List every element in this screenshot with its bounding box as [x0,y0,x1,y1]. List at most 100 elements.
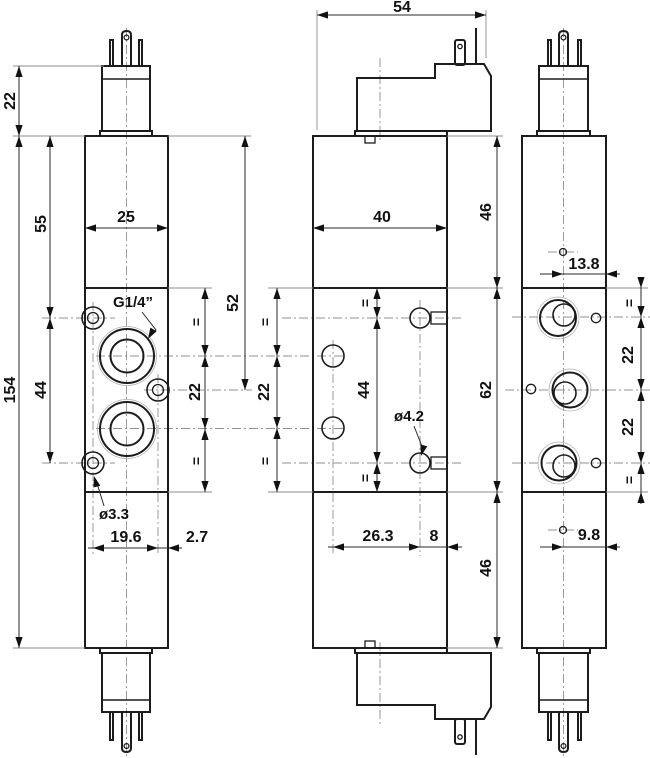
dim-hole-spacing: 44 [33,381,50,399]
solenoid-profile [356,63,492,132]
side-hole-left-lower [321,416,345,440]
connector-block [101,65,151,132]
dim-port-face-offset: 52 [225,294,242,312]
dim-left-hole-spacing: 22 [256,383,273,401]
connector-pin-left [547,39,552,67]
connector-block [101,652,151,713]
dim-overall-width: 54 [393,0,411,16]
mount-hole-middle [146,378,170,402]
dim-total-height: 154 [2,377,19,404]
front-view: 22 55 154 44 25 G1/4” = 22 = 52 ø3.3 19.… [2,29,251,754]
back-labels: 13.8 = 22 22 = 9.8 [568,256,637,544]
solenoid-plate [354,647,448,654]
port-g14-upper [99,328,155,384]
dim-mount-hole-spacing: 44 [356,381,373,399]
dim-solenoid-height: 22 [2,92,19,110]
side-hole-left-upper [321,344,345,368]
connector-pin-center [558,712,569,754]
dim-mid-section: 62 [478,381,495,399]
dim-hole-diameter: ø3.3 [99,506,129,523]
dim-equal-center-bottom: = [357,474,373,482]
side-top-solenoid [354,28,492,137]
front-ports [81,306,170,475]
connector-pin-right [577,39,582,67]
centerlines [42,28,650,757]
connector-pin-right [577,711,582,741]
index-tab-top [364,135,376,144]
mount-hole-lower [409,452,431,474]
dim-equal-bottom: = [188,457,204,465]
connector-pin-center [558,29,569,66]
dim-edge-offset: 8 [430,528,439,545]
pilot-hole-bottom [558,525,568,535]
port-bore-3 [552,454,576,478]
connector-pin-center [121,29,132,66]
dim-body-width: 25 [117,209,135,226]
dim-top-hole-offset: 13.8 [568,256,599,273]
side-holes [321,307,448,474]
front-bottom-solenoid [99,647,153,754]
small-hole-1 [590,312,602,324]
pin-hole [560,742,567,750]
dim-bottom-section: 46 [478,559,495,577]
dim-bottom-hole-offset: 9.8 [578,527,600,544]
connector-spade [454,718,466,745]
side-bottom-solenoid [354,647,492,755]
dim-mount-hole-diameter: ø4.2 [394,408,424,425]
connector-spade [454,39,466,66]
pin-hole [123,34,130,41]
connector-block [538,652,589,713]
dim-top-section: 46 [478,203,495,221]
dim-equal-bottom: = [621,476,637,484]
small-hole-3 [590,457,602,469]
dim-hole-span: 19.6 [110,529,141,546]
port-counterbore-1 [539,299,577,337]
dim-equal-left-bottom: = [257,457,273,465]
mount-hole-bottom [81,451,105,475]
dim-hole-offset: 26.3 [362,528,393,545]
pin-hole [123,742,130,750]
back-dimensions [540,270,648,551]
port-counterbore-2 [551,371,589,409]
pin-hole [457,734,463,740]
mount-slot-upper [430,311,448,325]
connector-pin-center [121,712,132,754]
dim-top-offset: 55 [33,215,50,233]
pilot-hole-top [558,247,568,257]
dim-equal-center-top: = [357,299,373,307]
dim-equal-left-top: = [257,318,273,326]
connector-pin-left [109,711,114,741]
side-view: 54 40 46 = 22 = = 44 = ø4.2 62 26.3 8 46 [256,0,503,755]
pin-hole [457,43,463,50]
dim-equal-top: = [188,318,204,326]
port-bore-1 [552,303,576,327]
front-labels: 22 55 154 44 25 G1/4” = 22 = 52 ø3.3 19.… [2,92,242,546]
index-tab-bottom [364,640,376,649]
dim-port-thread: G1/4” [113,294,153,311]
dim-edge-offset: 2.7 [186,529,208,546]
connector-pin-left [109,39,114,67]
dim-port-spacing-lower: 22 [620,418,637,436]
side-dimensions [268,10,503,649]
back-bottom-solenoid [536,647,591,754]
dim-port-spacing-upper: 22 [620,346,637,364]
connector-pin-left [547,711,552,741]
port-bore-2 [553,381,577,405]
front-dimensions [13,65,251,649]
connector-pin-right [138,39,143,67]
dim-equal-top: = [621,299,637,307]
side-labels: 54 40 46 = 22 = = 44 = ø4.2 62 26.3 8 46 [256,0,495,577]
back-view: 13.8 = 22 22 = 9.8 [521,29,648,754]
solenoid-profile [356,652,492,720]
port-g14-lower [99,401,155,457]
mount-hole-upper [409,307,431,329]
connector-pin-right [138,711,143,741]
mount-hole-top [81,306,105,330]
small-hole-2 [525,383,537,395]
dim-port-spacing: 22 [187,383,204,401]
port-counterbore-3 [540,444,578,482]
pin-hole [560,34,567,41]
dim-body-depth: 40 [373,209,391,226]
